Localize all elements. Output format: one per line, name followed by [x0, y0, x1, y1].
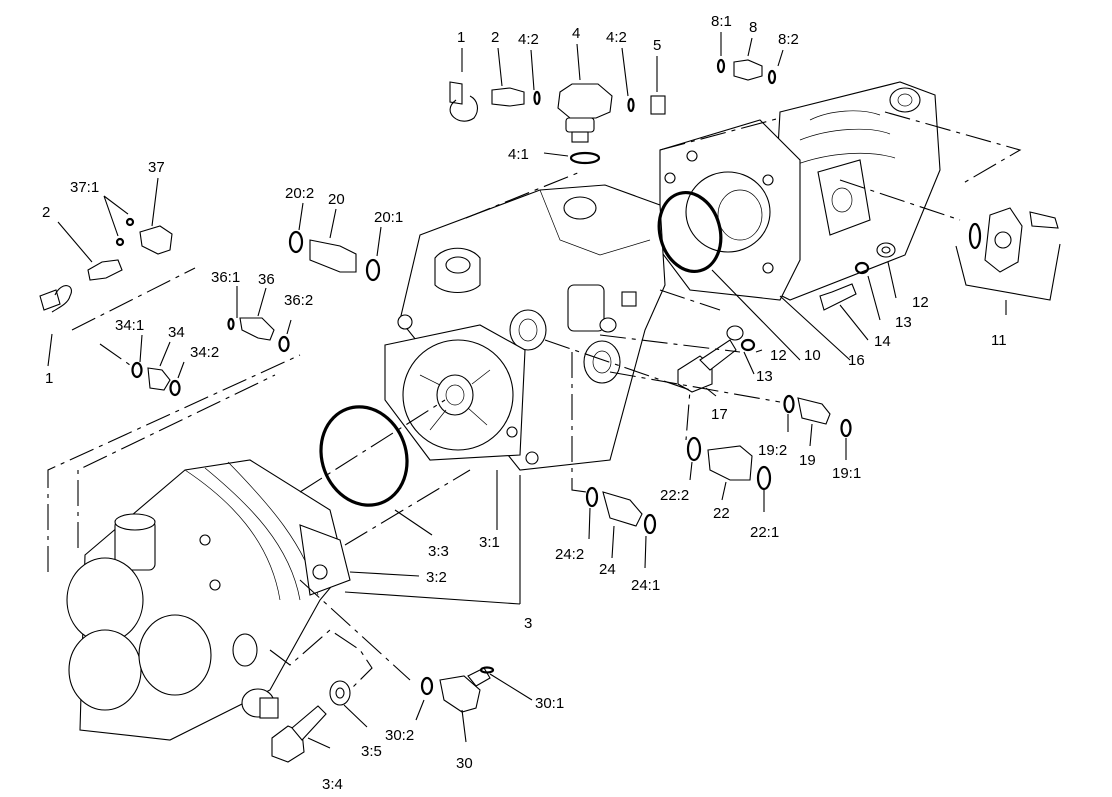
callout-label: 22:1	[750, 524, 779, 541]
callout-label: 19	[799, 452, 816, 469]
callout-label: 24:1	[631, 577, 660, 594]
callout-label: 20:1	[374, 209, 403, 226]
callout-label: 36	[258, 271, 275, 288]
callout-label: 16	[848, 352, 865, 369]
callout-label: 3:1	[479, 534, 500, 551]
callout-label: 5	[653, 37, 661, 54]
callout-label: 37:1	[70, 179, 99, 196]
callout-label: 3:5	[361, 743, 382, 760]
callout-label: 17	[711, 406, 728, 423]
callout-label: 22	[713, 505, 730, 522]
callout-label: 8:1	[711, 13, 732, 30]
callout-labels: 1 2 4:2 4 4:2 5 8:1 8 8:2 4:1 37 37:1 2 …	[42, 13, 1007, 793]
callout-label: 3:4	[322, 776, 343, 793]
callout-label: 34:2	[190, 344, 219, 361]
callout-label: 37	[148, 159, 165, 176]
callout-label: 24:2	[555, 546, 584, 563]
callout-label: 30	[456, 755, 473, 772]
callout-label: 30:1	[535, 695, 564, 712]
callout-label: 13	[756, 368, 773, 385]
callout-label: 11	[991, 332, 1007, 349]
callout-label: 10	[804, 347, 821, 364]
callout-label: 2	[491, 29, 499, 46]
callout-label: 4:2	[606, 29, 627, 46]
callout-label: 13	[895, 314, 912, 331]
callout-label: 8	[749, 19, 757, 36]
callout-label: 36:2	[284, 292, 313, 309]
callout-label: 4:1	[508, 146, 529, 163]
callout-label: 34	[168, 324, 185, 341]
callout-label: 3	[524, 615, 532, 632]
callout-label: 36:1	[211, 269, 240, 286]
callout-label: 3:2	[426, 569, 447, 586]
callout-label: 24	[599, 561, 616, 578]
callout-label: 2	[42, 204, 50, 221]
small-parts	[39, 58, 1059, 763]
callout-label: 19:2	[758, 442, 787, 459]
callout-label: 14	[874, 333, 891, 350]
callout-label: 8:2	[778, 31, 799, 48]
callout-label: 34:1	[115, 317, 144, 334]
callout-label: 22:2	[660, 487, 689, 504]
callout-label: 30:2	[385, 727, 414, 744]
callout-label: 20	[328, 191, 345, 208]
callout-label: 12	[912, 294, 929, 311]
callout-label: 1	[457, 29, 465, 46]
leader-lines	[47, 32, 1061, 749]
callout-label: 12	[770, 347, 787, 364]
callout-label: 19:1	[832, 465, 861, 482]
callout-label: 3:3	[428, 543, 449, 560]
callout-label: 20:2	[285, 185, 314, 202]
callout-label: 1	[45, 370, 53, 387]
center-pump-assembly	[384, 184, 666, 471]
rear-pump-assembly	[659, 81, 941, 301]
callout-label: 4:2	[518, 31, 539, 48]
callout-label: 4	[572, 25, 580, 42]
front-pump-assembly	[66, 459, 351, 741]
